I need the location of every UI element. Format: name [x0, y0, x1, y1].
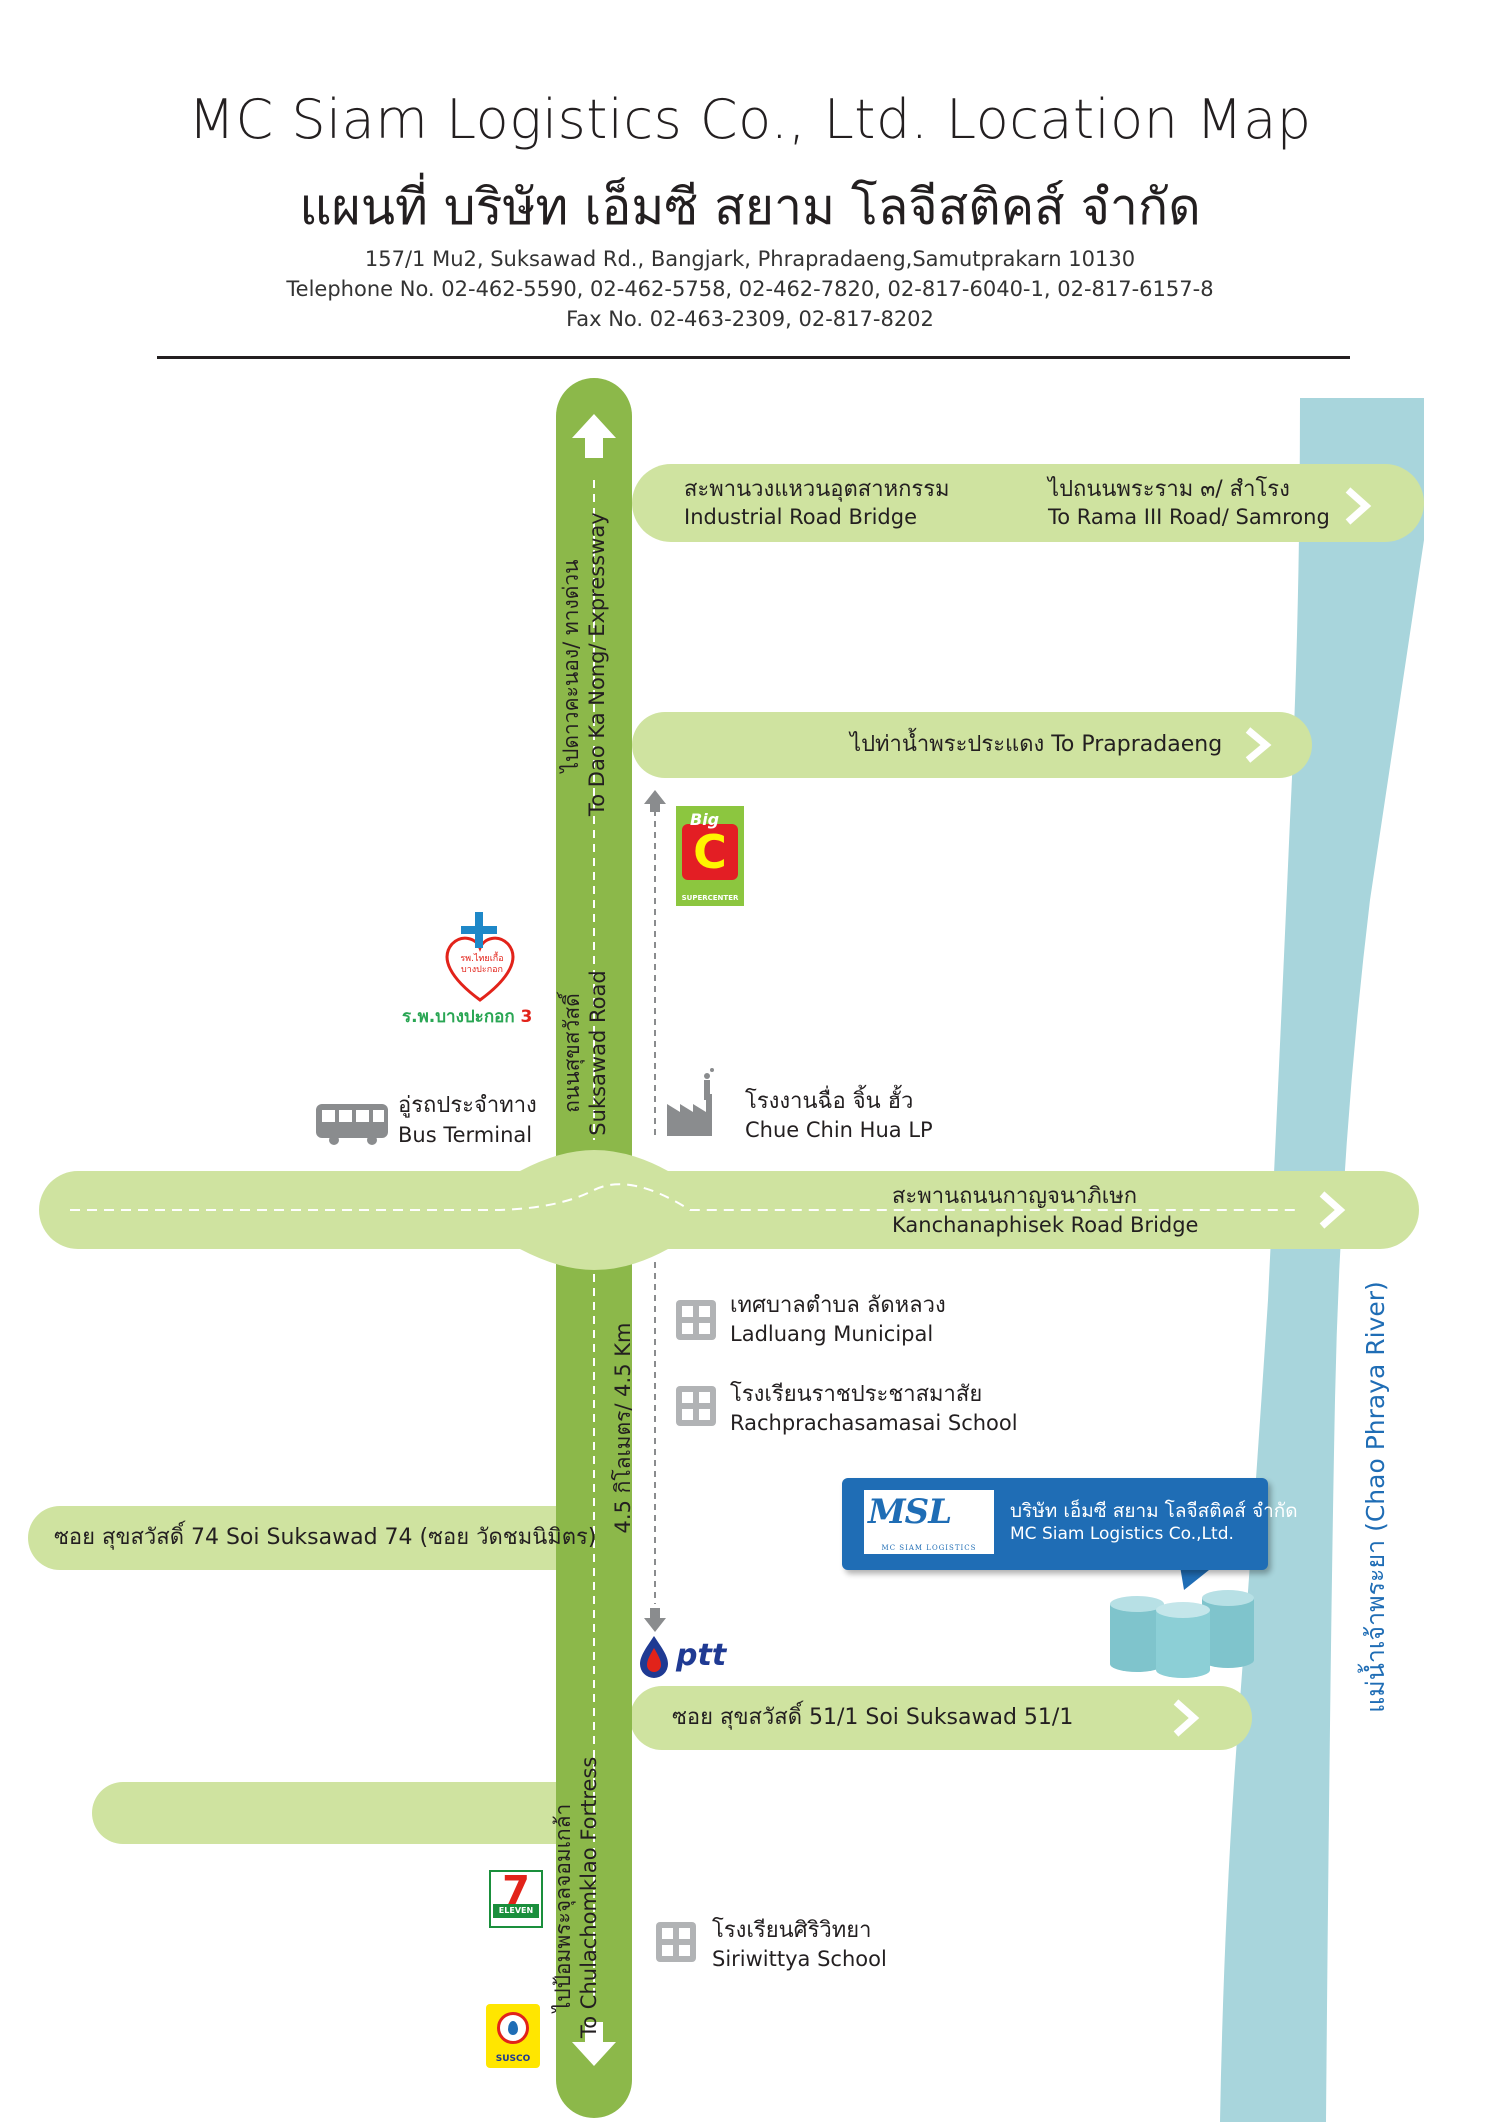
big-c-supercenter: SUPERCENTER: [681, 894, 739, 902]
road-name-thai: ถนนสุขสวัสดิ์: [560, 993, 584, 1113]
siriwittya-english: Siriwittya School: [712, 1947, 887, 1971]
hospital-number: 3: [520, 1007, 533, 1027]
susco-word: SUSCO: [495, 2054, 531, 2064]
prapradaeng-label: ไปท่าน้ำพระประแดง To Prapradaeng: [850, 732, 1223, 757]
ladluang-thai: เทศบาลตำบล ลัดหลวง: [730, 1293, 946, 1318]
distance-arrow-down-icon: [644, 1608, 666, 1632]
header-divider: [157, 356, 1350, 359]
msl-logo: MSL MC SIAM LOGISTICS: [864, 1490, 994, 1554]
hospital-name: ร.พ.บางปะกอก: [402, 1007, 515, 1027]
susco-drop-icon: [497, 2012, 529, 2044]
distance-arrow-up-icon: [644, 790, 666, 812]
soi-74-label: ซอย สุขสวัสดิ์ 74 Soi Suksawad 74 (ซอย ว…: [54, 1525, 597, 1550]
south-arrow-icon: [572, 2022, 616, 2066]
bus-icon: [316, 1104, 388, 1145]
soi-74-road: [28, 1506, 620, 1570]
seven-eleven-word: ELEVEN: [493, 1904, 539, 1918]
soi-51-1-label: ซอย สุขสวัสดิ์ 51/1 Soi Suksawad 51/1: [672, 1705, 1074, 1730]
distance-label: 4.5 กิโลเมตร/ 4.5 Km: [611, 1322, 635, 1534]
building-icon: [656, 1922, 696, 1962]
page-title: MC Siam Logistics Co., Ltd. Location Map: [188, 88, 1312, 151]
ladluang-english: Ladluang Municipal: [730, 1322, 934, 1346]
rama3-english: To Rama III Road/ Samrong: [1048, 505, 1330, 529]
road-name-english: Suksawad Road: [586, 970, 610, 1136]
susco-logo: SUSCO: [486, 2004, 540, 2068]
company-name-thai: บริษัท เอ็มซี สยาม โลจีสติคส์ จำกัด: [1010, 1500, 1298, 1522]
hospital-cross-icon: [461, 912, 497, 948]
warehouse-tanks-icon: [1110, 1590, 1254, 1678]
msl-logo-text: MSL: [868, 1492, 952, 1532]
rachpracha-english: Rachprachasamasai School: [730, 1411, 1018, 1435]
big-c-word: Big: [690, 810, 720, 829]
suksawad-road-label: ถนนสุขสวัสดิ์ Suksawad Road: [559, 970, 615, 1136]
kanchanaphisek-thai: สะพานถนนกาญจนาภิเษก: [892, 1184, 1138, 1209]
kanchanaphisek-english: Kanchanaphisek Road Bridge: [892, 1213, 1199, 1237]
bus-terminal-english: Bus Terminal: [398, 1123, 533, 1147]
ptt-logo-icon: [640, 1636, 668, 1678]
company-name-english: MC Siam Logistics Co.,Ltd.: [1010, 1524, 1234, 1544]
page-title-thai: แผนที่ บริษัท เอ็มซี สยาม โลจีสติคส์ จำก…: [299, 178, 1201, 236]
river-label: แม่น้ำเจ้าพระยา (Chao Phraya River): [1361, 1281, 1390, 1713]
prapradaeng-road: [632, 712, 1312, 778]
industrial-bridge-english: Industrial Road Bridge: [684, 505, 917, 529]
industrial-road-bridge-road: [632, 464, 1424, 542]
chevron-right-icon: [1173, 1699, 1200, 1737]
building-icon: [676, 1300, 716, 1340]
factory-english: Chue Chin Hua LP: [745, 1118, 933, 1142]
factory-icon: [667, 1068, 714, 1136]
building-icon: [676, 1386, 716, 1426]
north-destination-english: To Dao Ka Nong/ Expressway: [585, 512, 609, 816]
seven-eleven-logo: 7 ELEVEN: [489, 1868, 543, 1928]
south-destination-thai: ไปป้อมพระจุลจอมเกล้า: [551, 1803, 575, 2013]
hospital-heart-icon: [445, 936, 515, 1002]
north-destination-label: ไปดาวคะนอง/ ทางด่วน To Dao Ka Nong/ Expr…: [558, 512, 614, 816]
chevron-right-icon: [1345, 487, 1372, 525]
telephone-line: Telephone No. 02-462-5590, 02-462-5758, …: [286, 277, 1214, 301]
unnamed-west-road: [92, 1782, 624, 1844]
rachpracha-thai: โรงเรียนราชประชาสมาสัย: [730, 1382, 983, 1407]
ptt-label: ptt: [676, 1638, 727, 1673]
soi-51-1-road: [630, 1686, 1252, 1750]
chevron-right-icon: [1319, 1191, 1346, 1229]
msl-logo-sub: MC SIAM LOGISTICS: [881, 1544, 977, 1552]
fax-line: Fax No. 02-463-2309, 02-817-8202: [566, 307, 934, 331]
hospital-logo-text: รพ.ไทยเกื้อ บางปะกอก: [460, 954, 504, 975]
company-callout: MSL MC SIAM LOGISTICS บริษัท เอ็มซี สยาม…: [842, 1478, 1298, 1570]
south-destination-english: To Chulachomklao Fortress: [577, 1756, 601, 2038]
hospital-name-label: ร.พ.บางปะกอก 3: [402, 1003, 532, 1030]
rama3-thai: ไปถนนพระราม ๓/ สำโรง: [1048, 477, 1290, 502]
factory-thai: โรงงานฉื่อ จิ้น ฮั้ว: [745, 1089, 914, 1114]
siriwittya-thai: โรงเรียนศิริวิทยา: [712, 1918, 872, 1943]
big-c-logo: C Big SUPERCENTER: [676, 806, 744, 906]
chao-phraya-river: [1220, 398, 1424, 2122]
north-arrow-icon: [572, 414, 616, 458]
big-c-letter: C: [682, 824, 738, 880]
industrial-bridge-thai: สะพานวงแหวนอุตสาหกรรม: [684, 477, 950, 502]
north-destination-thai: ไปดาวคะนอง/ ทางด่วน: [559, 559, 583, 773]
bus-terminal-thai: อู่รถประจำทาง: [398, 1093, 537, 1118]
south-destination-label: ไปป้อมพระจุลจอมเกล้า To Chulachomklao Fo…: [550, 1756, 606, 2038]
address-line: 157/1 Mu2, Suksawad Rd., Bangjark, Phrap…: [364, 247, 1136, 271]
chevron-right-icon: [1245, 727, 1272, 763]
